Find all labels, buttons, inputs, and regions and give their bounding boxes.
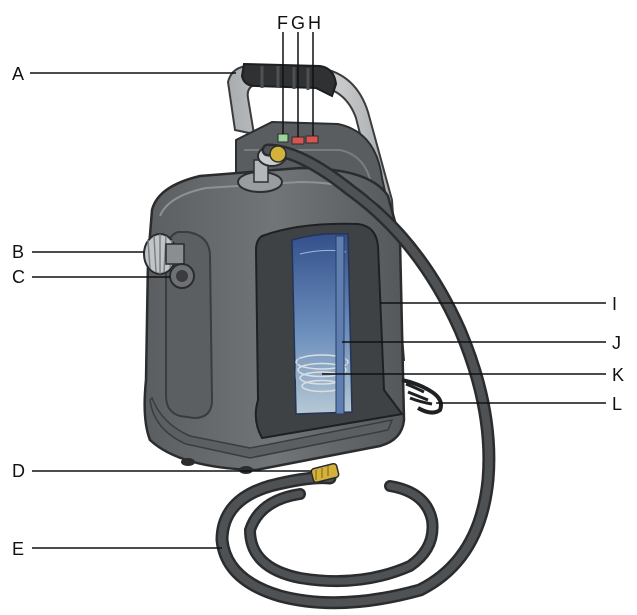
heating-coil bbox=[295, 354, 349, 395]
steam-outlet bbox=[169, 263, 195, 289]
callout-labels: A B C D E F G H I J K L bbox=[12, 13, 624, 559]
label-e: E bbox=[12, 539, 24, 559]
label-f: F bbox=[277, 13, 288, 33]
label-i: I bbox=[612, 294, 617, 314]
label-d: D bbox=[12, 461, 25, 481]
handle-grip bbox=[240, 62, 338, 98]
label-b: B bbox=[12, 242, 24, 262]
base-feet bbox=[181, 458, 253, 474]
leader-lines bbox=[30, 32, 606, 549]
label-g: G bbox=[291, 13, 305, 33]
steam-hose bbox=[215, 143, 496, 610]
hose-brass-fitting-top bbox=[269, 145, 287, 163]
label-l: L bbox=[612, 394, 622, 414]
power-cord bbox=[401, 378, 443, 415]
label-k: K bbox=[612, 365, 624, 385]
water-level-gauge bbox=[335, 235, 345, 415]
label-j: J bbox=[612, 333, 621, 353]
label-c: C bbox=[12, 267, 25, 287]
hose-connector bbox=[310, 462, 340, 484]
label-a: A bbox=[12, 64, 24, 84]
label-h: H bbox=[308, 13, 321, 33]
steam-control-knob bbox=[143, 233, 185, 275]
